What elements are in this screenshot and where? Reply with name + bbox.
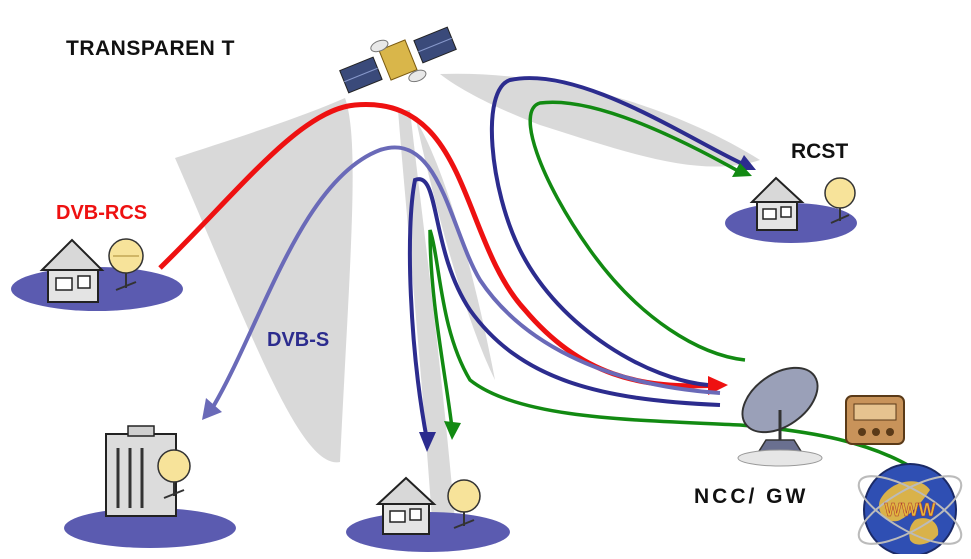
mode-title: TRANSPAREN T (66, 37, 235, 60)
beam-right (440, 73, 760, 167)
satellite-icon (339, 26, 457, 94)
forward-link-path-office (208, 145, 721, 414)
terminal-device-icon (447, 479, 481, 529)
forward-link-path-rcst (489, 76, 746, 387)
forward-link-arrowhead-bottom (419, 432, 436, 452)
base-office (64, 508, 236, 548)
internet-path-rcst (528, 100, 746, 362)
terminal-device-icon (824, 177, 856, 224)
forward-link-label: DVB-S (267, 329, 330, 351)
radio-icon (845, 395, 905, 445)
forward-link-arrowhead-office (202, 398, 222, 420)
terminal-device-icon (157, 449, 191, 499)
coverage-beams (175, 73, 760, 520)
beam-left (175, 98, 353, 463)
terminal-group-label: RCST (791, 140, 849, 163)
internet-label: WWW (885, 500, 936, 520)
house-icon (375, 476, 437, 535)
internet-arrowhead-bottom (444, 421, 461, 440)
return-link-label: DVB-RCS (56, 202, 148, 224)
gateway-label: NCC/ GW (694, 485, 809, 508)
return-link-arrowhead (708, 376, 728, 395)
terminal-device-icon (108, 238, 144, 291)
globe-icon: WWW (857, 463, 963, 557)
internet-path-bottom (428, 229, 932, 482)
house-icon (39, 238, 105, 303)
internet-arrowhead-rcst (732, 163, 752, 177)
house-icon (749, 176, 805, 231)
forward-link-path-bottom (407, 177, 721, 441)
dish-antenna-icon (737, 366, 823, 467)
